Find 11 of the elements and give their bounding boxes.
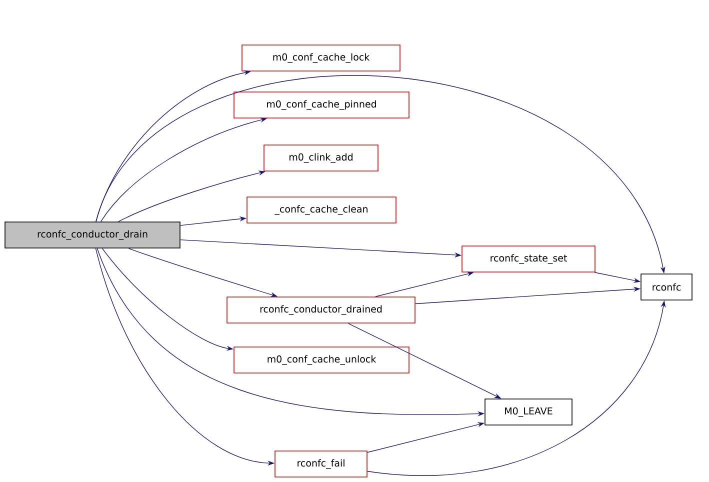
function-box: m0_conf_cache_pinned (234, 92, 410, 118)
function-box: m0_conf_cache_lock (242, 44, 400, 72)
function-box: rconfc_state_set (462, 246, 596, 272)
function-box: m0_conf_cache_unlock (234, 346, 410, 374)
function-box: _confc_cache_clean (246, 196, 396, 224)
function-box: M0_LEAVE (484, 398, 572, 426)
function-box: rconfc (640, 274, 692, 300)
function-box: rconfc_conductor_drained (226, 296, 416, 324)
function-box: m0_clink_add (264, 144, 378, 172)
function-box: rconfc_conductor_drain (4, 222, 180, 248)
function-box: rconfc_fail (274, 450, 368, 478)
